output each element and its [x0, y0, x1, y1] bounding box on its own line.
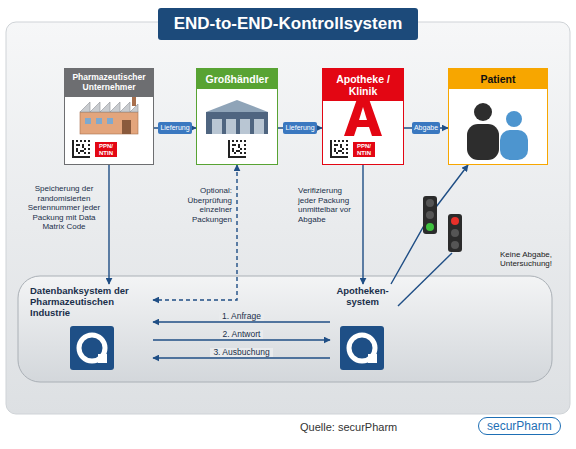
warehouse-illustration	[212, 119, 222, 134]
ppn-badge: PPN/ NTIN	[353, 142, 375, 157]
flow-arrow	[153, 357, 330, 358]
green-traffic-light	[426, 199, 434, 207]
pharmacy-system: Apotheken- system	[330, 284, 395, 374]
card-grounds	[64, 68, 548, 165]
flow-arrow	[153, 339, 330, 340]
factory-illustration	[72, 94, 138, 158]
green-traffic-light	[423, 196, 437, 234]
database-icon	[70, 326, 114, 370]
factory-illustration	[85, 118, 91, 124]
factory-illustration	[107, 118, 113, 124]
data-matrix-code	[330, 140, 348, 158]
wholesaler-box: Großhändler	[196, 68, 278, 165]
green-traffic-light	[423, 196, 437, 234]
flow-tag: Lieferung	[158, 122, 191, 134]
box-heading: Patient	[449, 69, 547, 89]
patient-figures	[467, 103, 528, 160]
system-band	[18, 276, 552, 382]
factory-illustration	[96, 118, 102, 124]
box-heading: Großhändler	[197, 69, 277, 89]
pharmacy-system-icon	[340, 326, 384, 370]
patient-figures	[500, 130, 528, 160]
system-name: Datenbanksystem der Pharmazeutischen Ind…	[28, 284, 153, 321]
edge-label: Verifizierung jeder Packung unmittelbar …	[298, 186, 358, 224]
box-heading: Apotheke / Klinik	[323, 69, 403, 101]
patient-figures	[506, 111, 522, 127]
edge-label: Optional: Überprüfung einzelner Packunge…	[170, 186, 232, 224]
pharmacy-system-icon	[368, 354, 377, 363]
edge-label: Speicherung der randomisierten Seriennum…	[24, 184, 104, 232]
flow-arrow	[108, 165, 109, 284]
edge-label: 2. Antwort	[220, 330, 264, 339]
red-traffic-light	[451, 241, 459, 249]
patient-figures	[467, 124, 499, 160]
manufacturer-box: Pharmazeutischer UnternehmerPPN/ NTIN	[64, 68, 154, 165]
ppn-badge: PPN/ NTIN	[95, 142, 117, 157]
database-icon	[70, 326, 114, 370]
card-grounds	[322, 68, 404, 165]
database-icon	[98, 354, 107, 363]
factory-illustration	[80, 112, 138, 134]
title-banner: END-to-END-Kontrollsystem	[158, 8, 419, 40]
edge-label: 1. Anfrage	[219, 312, 264, 321]
flow-arrow	[362, 165, 363, 284]
patient-figures	[474, 103, 492, 121]
pharmacy-box: Apotheke / KlinikPPN/ NTIN	[322, 68, 404, 165]
red-traffic-light	[448, 214, 462, 252]
outer-panel	[6, 22, 570, 414]
system-name: Apotheken- system	[330, 284, 395, 310]
factory-illustration	[122, 120, 131, 134]
warehouse-illustration	[206, 100, 268, 112]
flow-arrow	[153, 321, 330, 322]
pharmacy-logo	[359, 107, 367, 120]
pharmacy-logo	[344, 99, 382, 136]
edge-label: 3. Ausbuchung	[210, 348, 272, 357]
reject-branch-line	[398, 253, 452, 306]
data-matrix-code	[228, 140, 246, 158]
red-traffic-light	[451, 217, 459, 225]
pharmacy-system-icon	[340, 326, 384, 370]
warehouse-illustration	[226, 119, 236, 134]
brand-logo: securPharm	[478, 417, 561, 435]
box-heading: Pharmazeutischer Unternehmer	[65, 69, 153, 97]
card-grounds	[448, 68, 548, 165]
flow-arrow	[391, 165, 468, 284]
red-traffic-light	[451, 229, 459, 237]
warehouse-illustration	[240, 119, 250, 134]
warehouse-illustration	[206, 112, 268, 134]
pharmacy-logo	[330, 99, 382, 158]
card-grounds	[64, 68, 154, 165]
factory-illustration	[80, 102, 138, 112]
warehouse-illustration	[206, 100, 268, 158]
reject-note: Keine Abgabe, Untersuchung!	[468, 250, 552, 268]
red-traffic-light	[448, 214, 462, 252]
green-traffic-light	[426, 223, 434, 231]
warehouse-illustration	[254, 119, 264, 134]
flow-arrow	[153, 165, 237, 300]
source-caption: Quelle: securPharm	[300, 421, 397, 433]
card-grounds	[196, 68, 278, 165]
flow-tag: Abgabe	[412, 122, 440, 134]
green-traffic-light	[426, 211, 434, 219]
flow-tag: Lieferung	[283, 122, 316, 134]
data-matrix-code	[72, 140, 90, 158]
database-system: Datenbanksystem der Pharmazeutischen Ind…	[28, 284, 153, 374]
patient-box: Patient	[448, 68, 548, 165]
